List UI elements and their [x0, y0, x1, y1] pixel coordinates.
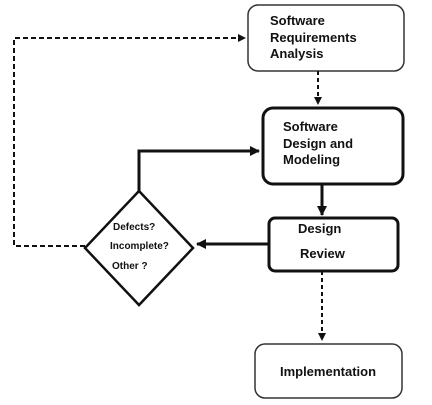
requirements-analysis-line-3: Analysis: [270, 46, 323, 61]
arrow-decision-to-design: [137, 146, 260, 191]
requirements-analysis-line-2: Requirements: [270, 30, 357, 45]
design-review-line-2: Review: [300, 246, 346, 261]
decision-line-defects: Defects?: [113, 222, 155, 233]
design-modeling-line-1: Software: [283, 119, 338, 134]
implementation-label: Implementation: [280, 364, 376, 379]
decision-line-incomplete: Incomplete?: [110, 241, 169, 252]
arrow-decision-to-requirements: [13, 34, 246, 247]
requirements-analysis-node: Software Requirements Analysis: [247, 4, 405, 72]
design-modeling-line-3: Modeling: [283, 152, 340, 167]
requirements-analysis-line-1: Software: [270, 13, 325, 28]
implementation-node: Implementation: [254, 343, 403, 399]
decision-line-other: Other ?: [112, 261, 148, 272]
decision-node: Defects? Incomplete? Other ?: [83, 189, 195, 307]
design-modeling-node: Software Design and Modeling: [261, 106, 405, 186]
design-review-line-1: Design: [298, 221, 341, 236]
design-review-node: Design Review: [267, 216, 400, 273]
design-modeling-line-2: Design and: [283, 136, 353, 151]
